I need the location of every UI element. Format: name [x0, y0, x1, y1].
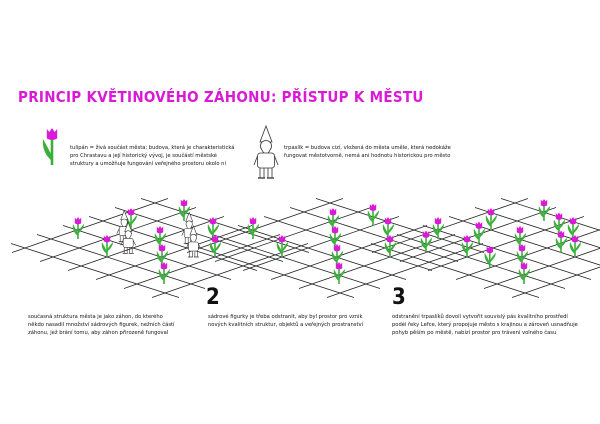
grid-line — [67, 216, 225, 271]
grid-line — [95, 225, 253, 280]
grid-line — [371, 198, 529, 253]
grid-line — [186, 198, 344, 253]
page-title: PRINCIP KVĚTINOVÉHO ZÁHONU: PŘÍSTUP K MĚ… — [18, 88, 424, 106]
grid-line — [326, 243, 484, 298]
tulip-legend-text: tulipán = živá součást města; budova, kt… — [70, 145, 235, 167]
grid-line — [237, 225, 407, 280]
grid-line — [185, 243, 355, 298]
tulip-icon — [483, 244, 497, 269]
gnome-legend-text: trpaslík = budova cizí, vložená do města… — [284, 145, 451, 159]
grid-line — [36, 234, 206, 289]
tulip-icon — [431, 216, 445, 240]
tulip-icon — [537, 198, 551, 222]
step-3-caption: odstranění trpaslíků dovolí vytvořit sou… — [392, 314, 578, 336]
grid-line — [114, 207, 284, 262]
grid-line — [500, 198, 600, 231]
gnome-icon — [253, 125, 279, 179]
tulip-icon — [332, 261, 346, 285]
grid-line — [140, 198, 310, 253]
tulip-icon — [513, 225, 527, 249]
tulip-icon — [155, 243, 169, 267]
step-2-number: 2 — [206, 285, 220, 310]
tulip-icon — [41, 126, 59, 167]
grid-line — [455, 229, 600, 280]
grid-line — [289, 207, 459, 262]
tulip-icon — [517, 261, 531, 285]
tulip-icon — [419, 229, 433, 254]
grid-line — [511, 266, 600, 298]
grid-line — [474, 207, 600, 249]
grid-line — [11, 198, 169, 253]
tulip-icon — [366, 202, 380, 227]
grid-line — [123, 234, 281, 289]
grid-line — [88, 216, 258, 271]
tulip-icon — [328, 225, 342, 249]
grid-line — [62, 225, 232, 280]
step-3-number: 3 — [392, 285, 406, 310]
grid-3 — [370, 198, 600, 298]
step-2-caption: sádrové figurky je třeba odstranit, aby … — [208, 314, 364, 328]
grid-line — [422, 225, 592, 280]
tulip-icon — [326, 207, 340, 231]
grid-line — [315, 198, 485, 253]
grid-line — [263, 216, 433, 271]
grid-line — [483, 247, 600, 289]
grid-line — [427, 216, 585, 271]
tulip-icon — [330, 243, 344, 267]
grid-line — [39, 207, 197, 262]
grid-line — [370, 243, 540, 298]
grid-line — [396, 234, 566, 289]
step-1-caption: současná struktura města je jako záhon, … — [28, 314, 175, 336]
grid-1 — [10, 198, 310, 298]
tulip-icon — [515, 243, 529, 267]
grid-line — [214, 207, 372, 262]
tulip-icon — [157, 261, 171, 285]
tulip-icon — [153, 225, 167, 249]
tulip-icon — [71, 216, 85, 240]
grid-line — [270, 225, 428, 280]
grid-line — [211, 234, 381, 289]
grid-line — [10, 243, 180, 298]
